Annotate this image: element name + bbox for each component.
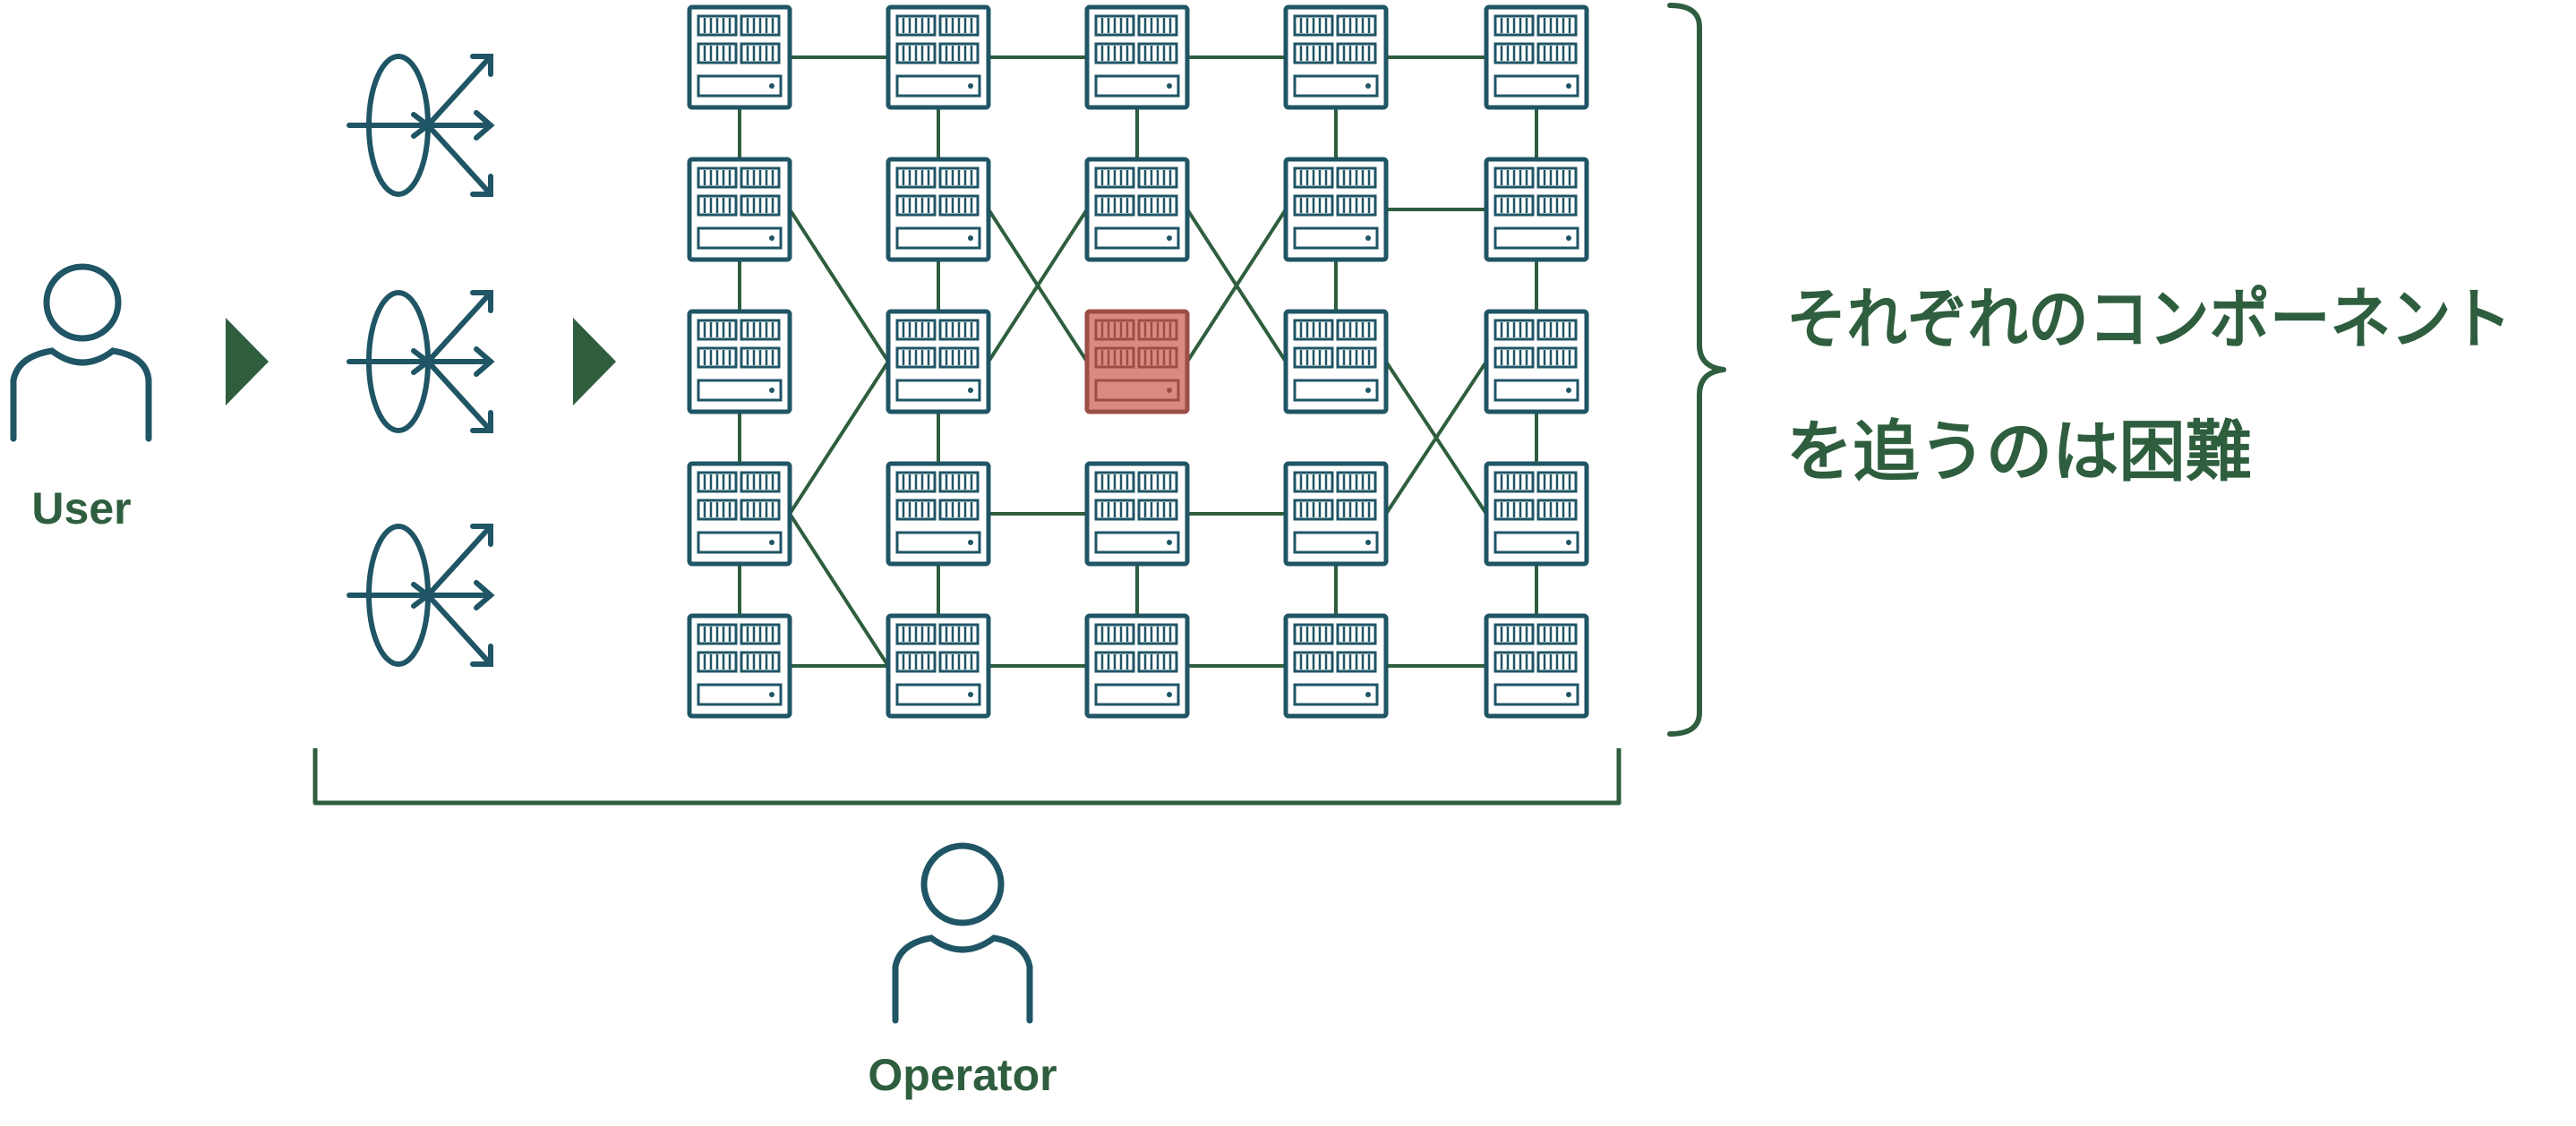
server-links <box>738 55 1538 668</box>
load-balancer-icon <box>347 290 495 433</box>
message-line-1: それぞれのコンポーネント <box>1786 281 2512 358</box>
operator-label: Operator <box>868 1050 1057 1100</box>
message-line-2: を追うのは困難 <box>1786 414 2252 490</box>
flow-arrow-icon <box>226 318 269 405</box>
server-icon <box>1484 461 1589 567</box>
server-icon <box>1484 309 1589 414</box>
server-icon <box>886 461 991 567</box>
server-icon <box>1484 4 1589 110</box>
load-balancer-icon <box>347 54 495 197</box>
server-icon <box>1084 461 1190 567</box>
server-icon <box>1283 157 1389 262</box>
server-icon <box>886 309 991 414</box>
server-icon <box>886 157 991 262</box>
diagonal-link <box>788 360 890 516</box>
diagonal-link <box>788 208 890 363</box>
server-icon <box>886 613 991 719</box>
server-icon <box>687 613 792 719</box>
load-balancer-group <box>347 54 495 667</box>
user-icon <box>10 263 152 442</box>
user-label: User <box>31 483 131 533</box>
server-icon <box>1283 461 1389 567</box>
diagonal-link <box>1384 360 1488 516</box>
server-icon <box>1283 4 1389 110</box>
server-grid <box>687 4 1589 719</box>
server-icon <box>687 4 792 110</box>
server-icon <box>1484 613 1589 719</box>
server-icon <box>1283 309 1389 414</box>
server-icon <box>1283 613 1389 719</box>
server-icon <box>687 309 792 414</box>
operator-scope-bracket <box>312 748 1622 806</box>
server-icon <box>687 157 792 262</box>
diagonal-link <box>987 208 1089 363</box>
flow-arrow-icon <box>573 318 616 405</box>
server-icon-highlighted <box>1084 309 1190 414</box>
operator-icon <box>892 842 1033 1024</box>
server-icon <box>1084 157 1190 262</box>
load-balancer-icon <box>347 524 495 667</box>
diagonal-link <box>1185 208 1288 363</box>
server-icon <box>1084 613 1190 719</box>
diagonal-link <box>788 512 890 668</box>
grid-bracket <box>1667 3 1726 737</box>
server-icon <box>1484 157 1589 262</box>
server-icon <box>687 461 792 567</box>
server-icon <box>1084 4 1190 110</box>
server-icon <box>886 4 991 110</box>
